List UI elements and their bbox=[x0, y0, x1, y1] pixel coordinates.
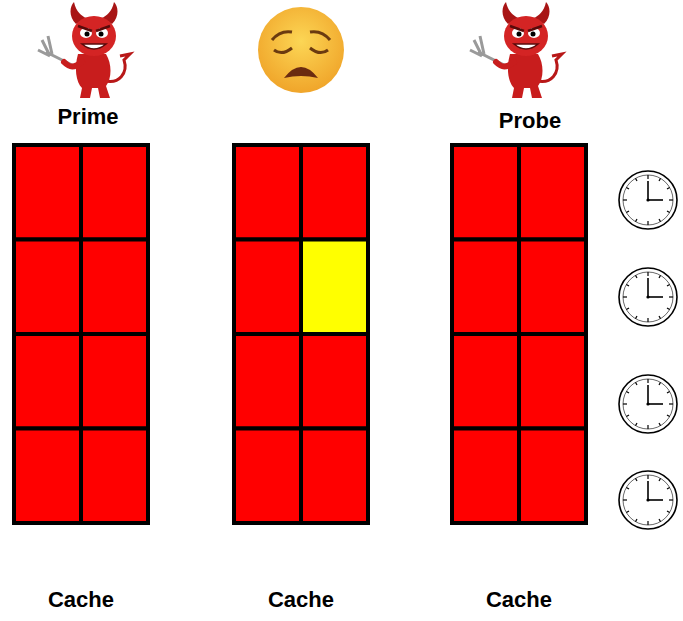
cache-line bbox=[81, 334, 148, 429]
cache-label: Cache bbox=[486, 587, 552, 613]
attacker-icon bbox=[38, 2, 130, 98]
clock-icon bbox=[619, 471, 677, 529]
cache-line bbox=[234, 334, 301, 429]
cache-sets bbox=[450, 143, 588, 525]
cache-line bbox=[301, 429, 368, 524]
cache-line bbox=[234, 240, 301, 335]
cache-line bbox=[301, 240, 368, 335]
cache-line bbox=[81, 240, 148, 335]
cache-grid: Cache bbox=[450, 143, 588, 613]
cache-sets bbox=[12, 143, 150, 525]
attacker-icon bbox=[470, 2, 562, 98]
clock-icon bbox=[619, 171, 677, 229]
cache-line bbox=[234, 145, 301, 240]
victim-emoji bbox=[258, 7, 344, 93]
cache-sets bbox=[232, 143, 370, 525]
cache-line bbox=[452, 145, 519, 240]
cache-line bbox=[452, 429, 519, 524]
phase-label: Probe bbox=[499, 108, 561, 134]
cache-line bbox=[14, 334, 81, 429]
cache-line bbox=[81, 429, 148, 524]
cache-line bbox=[519, 334, 586, 429]
cache-label: Cache bbox=[268, 587, 334, 613]
cache-line bbox=[519, 429, 586, 524]
cache-grid: Cache bbox=[12, 143, 150, 613]
cache-grid: Cache bbox=[232, 143, 370, 613]
cache-line bbox=[301, 334, 368, 429]
cache-line bbox=[81, 145, 148, 240]
phase-label: Prime bbox=[57, 104, 118, 130]
cache-line bbox=[14, 429, 81, 524]
cache-line bbox=[14, 145, 81, 240]
cache-line bbox=[14, 240, 81, 335]
cache-line bbox=[301, 145, 368, 240]
cache-line bbox=[519, 145, 586, 240]
cache-line bbox=[452, 334, 519, 429]
clock-icon bbox=[619, 375, 677, 433]
cache-line bbox=[234, 429, 301, 524]
clock-icon bbox=[619, 268, 677, 326]
cache-line bbox=[519, 240, 586, 335]
cache-line bbox=[452, 240, 519, 335]
cache-label: Cache bbox=[48, 587, 114, 613]
